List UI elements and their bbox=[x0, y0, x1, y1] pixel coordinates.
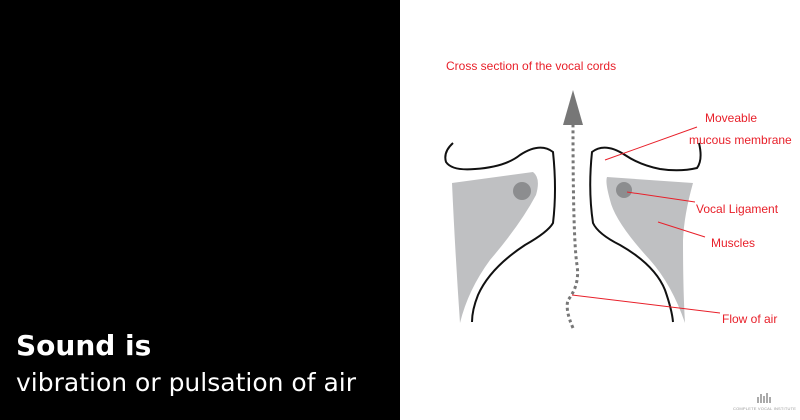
left-ligament bbox=[513, 182, 531, 200]
label-membrane-1: Moveable bbox=[705, 111, 758, 125]
title-panel: Sound is vibration or pulsation of air bbox=[0, 0, 400, 420]
label-ligament: Vocal Ligament bbox=[696, 202, 779, 216]
logo-text: COMPLETE VOCAL INSTITUTE bbox=[733, 406, 797, 411]
left-muscle bbox=[452, 172, 538, 323]
headline-title: Sound is bbox=[16, 329, 152, 362]
arrow-up-icon bbox=[563, 90, 583, 125]
headline-subtitle: vibration or pulsation of air bbox=[16, 368, 356, 397]
label-membrane-2: mucous membrane bbox=[689, 133, 792, 147]
airflow-path bbox=[565, 124, 580, 329]
left-outline bbox=[444, 142, 556, 323]
muscles-leader bbox=[657, 221, 706, 238]
airflow-leader bbox=[571, 294, 721, 314]
ligament-leader bbox=[626, 191, 696, 203]
label-airflow: Flow of air bbox=[722, 312, 778, 326]
right-outline bbox=[589, 142, 702, 323]
membrane-leader bbox=[604, 126, 698, 161]
label-muscles: Muscles bbox=[711, 236, 756, 250]
diagram-title: Cross section of the vocal cords bbox=[446, 59, 617, 73]
right-ligament bbox=[616, 182, 632, 198]
right-muscle bbox=[606, 177, 693, 323]
logo-icon bbox=[757, 393, 771, 403]
